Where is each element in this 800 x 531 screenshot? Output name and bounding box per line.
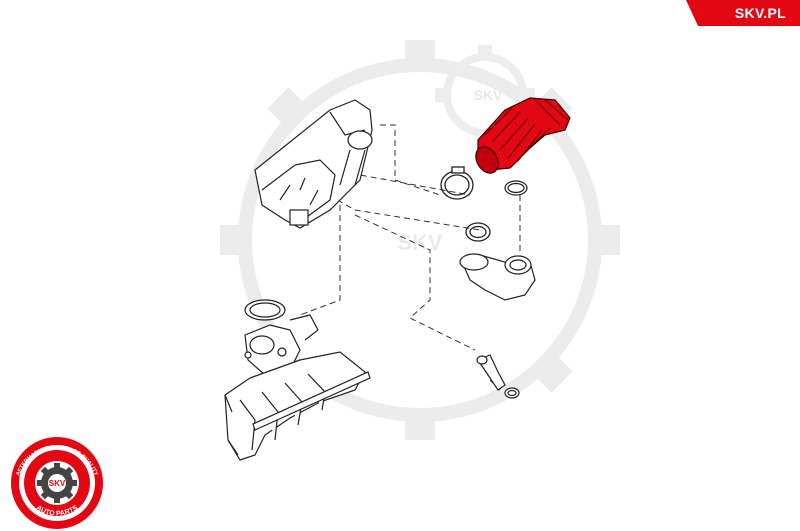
intake-hose-highlighted (475, 97, 571, 174)
hose-clamp-upper (440, 166, 474, 200)
sealing-ring (465, 222, 491, 242)
intake-manifold (224, 351, 371, 461)
skv-auto-parts-badge: SKV AFTERMARKET PRICE · OE QUALITY AUTO … (11, 437, 103, 529)
watermark-text-mid: SKV (397, 230, 443, 255)
throttle-body (244, 299, 319, 376)
badge-center-text: SKV (49, 479, 66, 488)
brand-tab (686, 0, 800, 26)
brand-logo: SKV.PL (685, 0, 800, 28)
vent-hose (476, 354, 520, 399)
hose-clamp-right (504, 180, 528, 196)
brand-site-text: SKV.PL (734, 5, 786, 21)
gear-icon (37, 463, 77, 503)
connector-pipe (459, 253, 536, 301)
watermark-text-top: SKV (474, 87, 503, 103)
air-filter-housing (254, 99, 373, 229)
